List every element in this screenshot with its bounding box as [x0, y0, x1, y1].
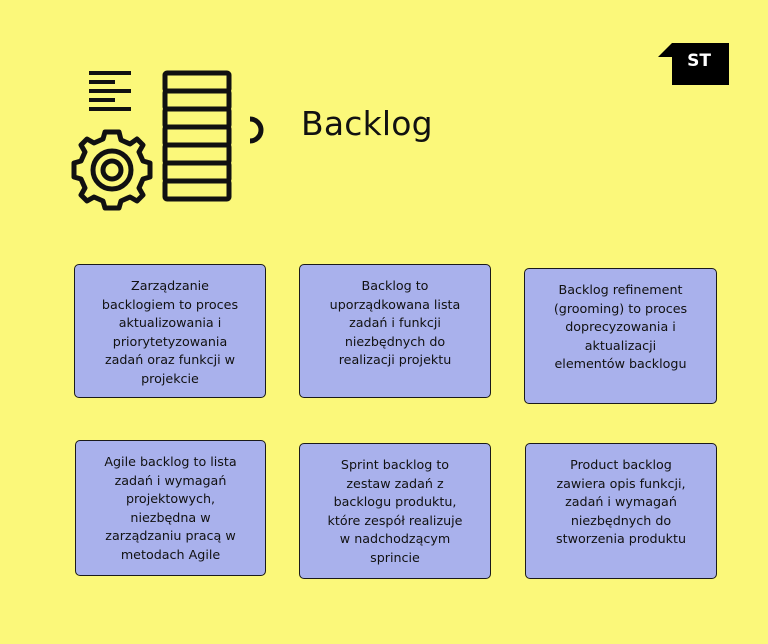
info-card-5: Sprint backlog to zestaw zadań z backlog…	[299, 443, 491, 579]
info-card-3: Backlog refinement (grooming) to proces …	[524, 268, 717, 404]
document-lines-icon	[89, 71, 131, 111]
card-text: Sprint backlog to zestaw zadań z backlog…	[327, 457, 463, 565]
gear-icon	[71, 129, 153, 211]
logo-text: ST	[687, 51, 711, 71]
card-text: Backlog to uporządkowana lista zadań i f…	[329, 278, 461, 368]
page-title: Backlog	[301, 104, 433, 143]
info-card-1: Zarządzanie backlogiem to proces aktuali…	[74, 264, 266, 398]
info-card-4: Agile backlog to lista zadań i wymagań p…	[75, 440, 266, 576]
card-text: Backlog refinement (grooming) to proces …	[553, 282, 688, 372]
card-text: Agile backlog to lista zadań i wymagań p…	[104, 454, 237, 562]
logo-badge-icon	[658, 43, 729, 85]
backlog-illustration	[71, 70, 264, 211]
card-text: Product backlog zawiera opis funkcji, za…	[556, 457, 686, 547]
info-card-6: Product backlog zawiera opis funkcji, za…	[525, 443, 717, 579]
info-card-2: Backlog to uporządkowana lista zadań i f…	[299, 264, 491, 398]
card-text: Zarządzanie backlogiem to proces aktuali…	[101, 278, 239, 386]
coin-stack-icon	[162, 70, 264, 202]
